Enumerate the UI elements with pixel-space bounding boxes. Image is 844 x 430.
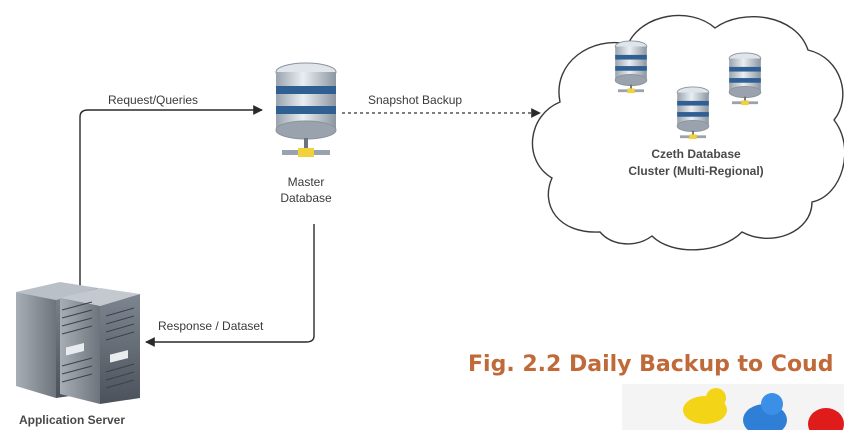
application-server-label: Application Server: [19, 413, 125, 427]
cloud-shape: [531, 14, 844, 251]
cluster-label-line1: Czeth Database: [651, 147, 741, 161]
response-label: Response / Dataset: [158, 319, 264, 333]
request-connector: [79, 105, 263, 298]
cluster-label-line2: Cluster (Multi-Regional): [628, 164, 763, 178]
application-server-icon: [16, 282, 140, 404]
master-database-label-line1: Master: [288, 175, 325, 189]
response-connector: [145, 224, 315, 347]
master-database-icon: [275, 62, 337, 157]
master-database-label-line2: Database: [280, 191, 332, 205]
figure-caption: Fig. 2.2 Daily Backup to Coud: [468, 352, 834, 377]
people-logo-icon: [622, 384, 844, 430]
snapshot-label: Snapshot Backup: [368, 93, 462, 107]
request-label: Request/Queries: [108, 93, 198, 107]
